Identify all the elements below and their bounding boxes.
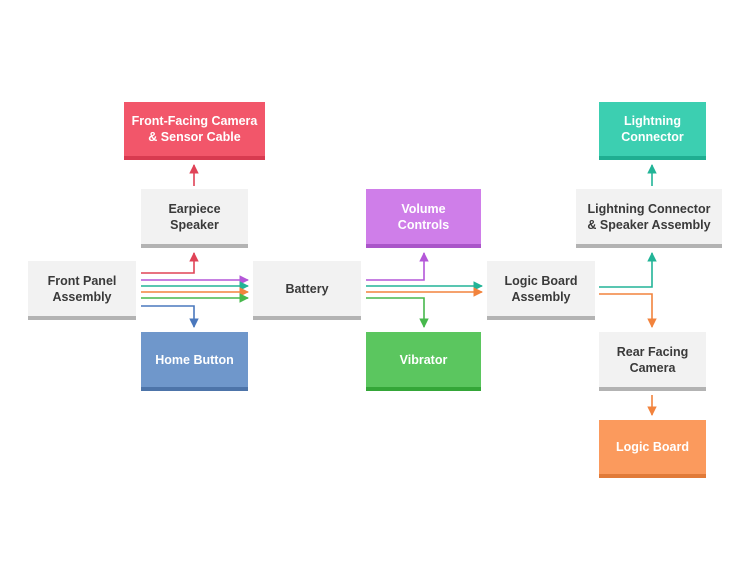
arrow-front-panel-to-home-button: [141, 305, 199, 328]
node-lightning-connector: Lightning Connector: [599, 102, 706, 160]
node-label: Lightning Connector & Speaker Assembly: [587, 201, 711, 232]
node-lightning-connector-speaker-assembly: Lightning Connector & Speaker Assembly: [576, 189, 722, 248]
node-label: Logic Board Assembly: [504, 273, 578, 304]
node-label: Home Button: [155, 352, 234, 367]
node-vibrator: Vibrator: [366, 332, 481, 391]
arrow-front-panel-to-earpiece: [141, 252, 199, 274]
node-battery: Battery: [253, 261, 361, 320]
arrow-logic-assembly-to-rear-camera: [599, 293, 657, 328]
node-home-button: Home Button: [141, 332, 248, 391]
arrow-logic-assembly-to-lightning-speaker: [599, 252, 657, 288]
node-label: Rear Facing Camera: [616, 344, 689, 375]
node-label: Volume Controls: [397, 201, 450, 232]
node-front-facing-camera: Front-Facing Camera & Sensor Cable: [124, 102, 265, 160]
node-label: Front-Facing Camera & Sensor Cable: [131, 114, 258, 144]
node-logic-board-assembly: Logic Board Assembly: [487, 261, 595, 320]
node-label: Logic Board: [616, 440, 689, 454]
node-front-panel-assembly: Front Panel Assembly: [28, 261, 136, 320]
node-earpiece-speaker: Earpiece Speaker: [141, 189, 248, 248]
arrow-battery-to-vibrator: [366, 297, 429, 328]
node-label: Lightning Connector: [621, 114, 684, 144]
node-logic-board: Logic Board: [599, 420, 706, 478]
node-label: Front Panel Assembly: [47, 273, 117, 304]
node-volume-controls: Volume Controls: [366, 189, 481, 248]
node-label: Vibrator: [399, 352, 448, 367]
node-label: Battery: [285, 281, 329, 296]
arrow-battery-to-volume: [366, 252, 429, 281]
node-label: Earpiece Speaker: [168, 201, 221, 232]
node-rear-facing-camera: Rear Facing Camera: [599, 332, 706, 391]
